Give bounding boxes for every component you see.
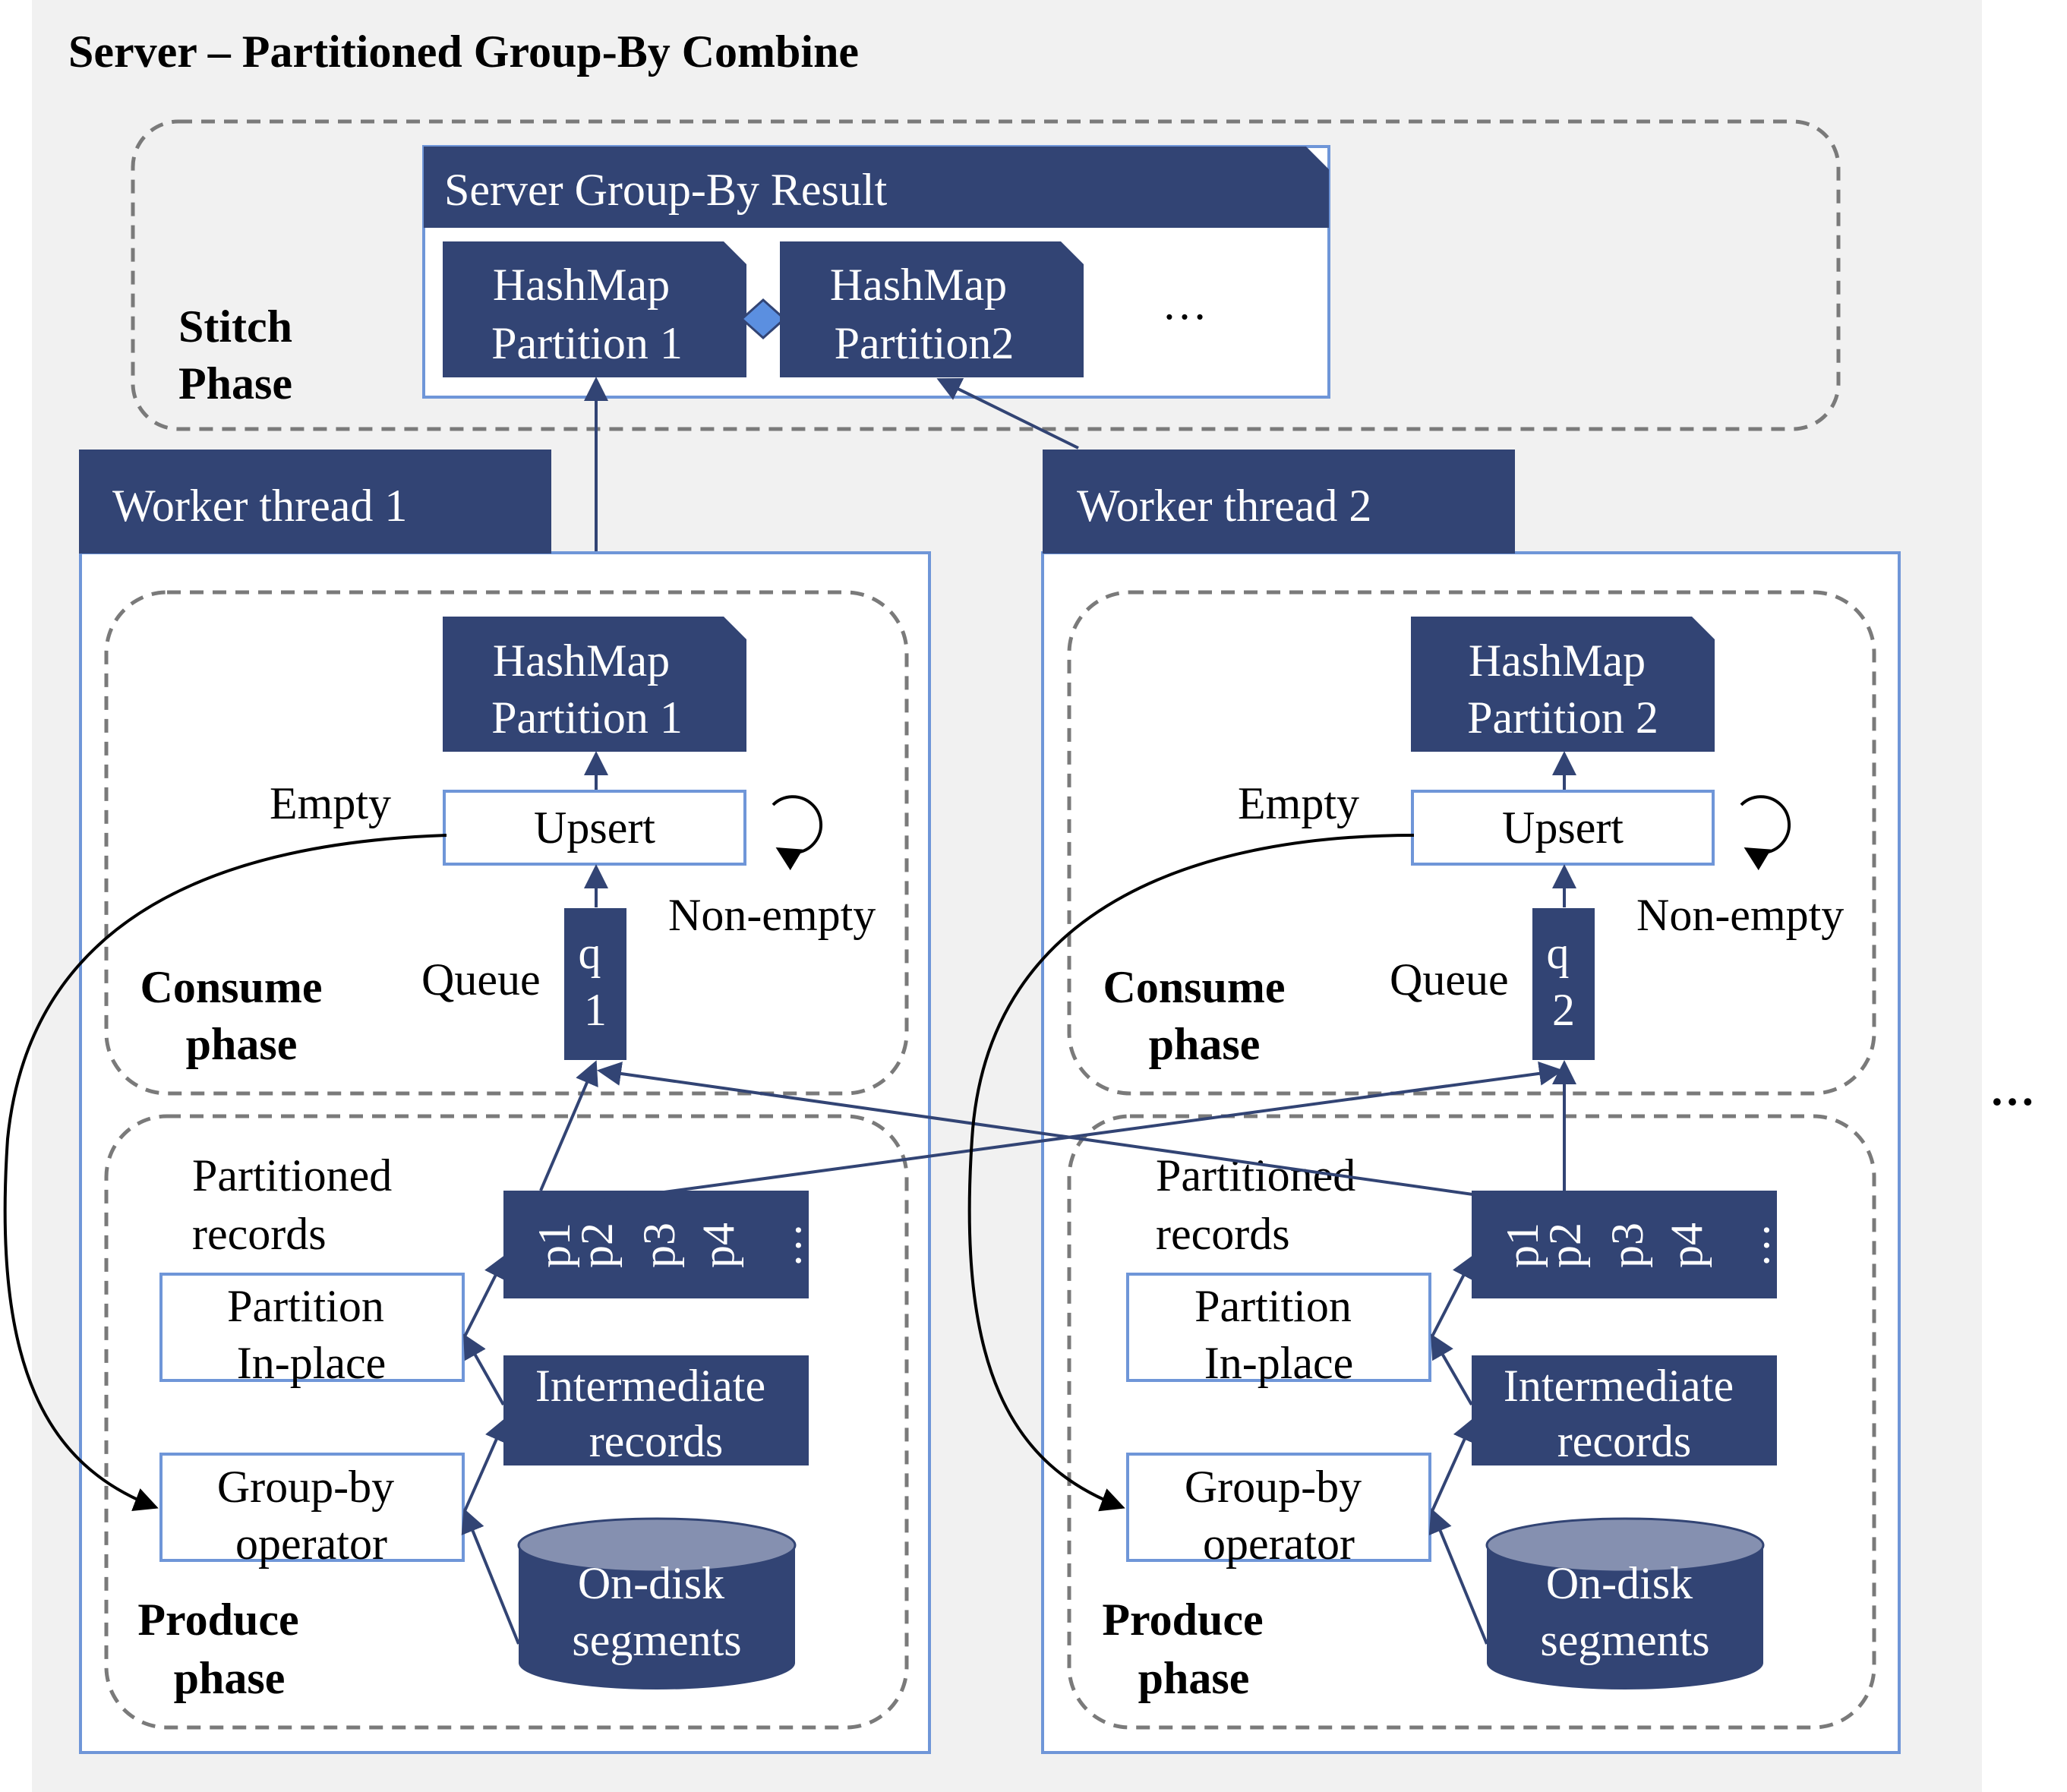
nonempty-label-1: Non-empty <box>668 890 876 940</box>
svg-text:HashMap Partition2: HashMap Partition2 <box>830 260 1018 368</box>
upsert-label-1: Upsert <box>534 803 655 853</box>
worker-thread-2: Worker thread 2 HashMap Partition 2 Upse… <box>1041 450 1901 1754</box>
svg-text:q 2: q 2 <box>1547 928 1581 1035</box>
groupby-box-2 <box>1126 1453 1431 1562</box>
loop-icon-1 <box>772 795 822 871</box>
stitch-phase: Stitch Phase Server Group-By Result Hash… <box>131 119 1841 431</box>
svg-text:On-disk segments: On-disk segments <box>1540 1558 1709 1665</box>
groupby-box-1 <box>159 1453 465 1562</box>
ondisk-segments-2: On-disk segments <box>1485 1517 1765 1689</box>
upsert-box-1 <box>443 790 746 866</box>
worker-2-title-bar <box>1043 450 1515 554</box>
empty-feedback-arrow-1 <box>3 834 447 1512</box>
consume-phase-label-1: Consume phase <box>140 962 333 1069</box>
worker-1-title-bar <box>79 450 551 554</box>
produce-phase-1 <box>104 1114 909 1730</box>
part-1-p4: p4 <box>693 1223 743 1268</box>
produce-phase-label-1: Produce phase <box>137 1595 310 1703</box>
worker-thread-1: Worker thread 1 HashMap Partition 1 Upse… <box>79 450 931 1754</box>
queue-label-2: Queue <box>1390 954 1509 1005</box>
worker-2-title: Worker thread 2 <box>1077 481 1371 531</box>
part-2-p4: p4 <box>1661 1223 1712 1268</box>
part-2-more: … <box>1728 1223 1778 1268</box>
upsert-label-2: Upsert <box>1502 803 1624 853</box>
consume-phase-1 <box>104 590 909 1096</box>
svg-text:Group-by operator: Group-by operator <box>217 1462 406 1569</box>
stitch-phase-label: Stitch Phase <box>178 301 304 409</box>
server-result-title: Server Group-By Result <box>444 165 888 215</box>
w1-p2-to-q2-arrow <box>596 1061 1564 1203</box>
queue-2 <box>1532 908 1595 1060</box>
svg-text:HashMap Partition 1: HashMap Partition 1 <box>491 260 683 368</box>
loop-icon-2 <box>1740 795 1791 871</box>
svg-text:Intermediate records: Intermediate records <box>535 1361 777 1466</box>
produce-phase-2 <box>1067 1114 1876 1730</box>
hashmap-partition-1: HashMap Partition 1 <box>443 617 746 752</box>
partitioned-label-1: Partitioned records <box>192 1150 403 1259</box>
intermediate-box-2 <box>1472 1355 1777 1465</box>
intermediate-box-1 <box>503 1355 809 1465</box>
produce-phase-label-2: Produce phase <box>1102 1595 1274 1703</box>
empty-label-2: Empty <box>1238 778 1359 828</box>
consume-phase-2 <box>1067 590 1876 1096</box>
stitch-partition-2: HashMap Partition2 <box>780 241 1084 377</box>
queue-label-1: Queue <box>421 954 541 1005</box>
svg-text:Partition In-place: Partition In-place <box>227 1281 396 1388</box>
partitions-strip-2: p1 p2 p3 p4 … <box>1472 1191 1778 1298</box>
empty-feedback-arrow-2 <box>967 834 1415 1512</box>
partition-inplace-box-2 <box>1126 1273 1431 1382</box>
page-title: Server – Partitioned Group-By Combine <box>68 27 859 77</box>
worker2-to-stitch-arrow <box>936 377 1079 450</box>
nonempty-label-2: Non-empty <box>1636 890 1844 940</box>
server-result-box: Server Group-By Result HashMap Partition… <box>422 145 1330 399</box>
part-1-p1: p1 <box>529 1223 579 1268</box>
part-2-p3: p3 <box>1602 1223 1652 1268</box>
empty-label-1: Empty <box>270 778 391 828</box>
stitch-ellipsis: … <box>1162 279 1207 329</box>
svg-text:Partition In-place: Partition In-place <box>1194 1281 1363 1388</box>
hashmap-partition-2: HashMap Partition 2 <box>1411 617 1715 752</box>
ondisk-segments-1: On-disk segments <box>517 1517 797 1689</box>
svg-text:HashMap Partition 2: HashMap Partition 2 <box>1467 636 1658 743</box>
partitioned-label-2: Partitioned records <box>1156 1150 1367 1259</box>
part-2-p2: p2 <box>1540 1223 1590 1268</box>
partition-inplace-box-1 <box>159 1273 465 1382</box>
stitch-diamond-icon <box>740 298 787 340</box>
svg-text:q 1: q 1 <box>579 928 613 1035</box>
part-1-more: … <box>760 1223 810 1268</box>
svg-text:Intermediate records: Intermediate records <box>1504 1361 1745 1466</box>
svg-text:On-disk segments: On-disk segments <box>572 1558 741 1665</box>
consume-phase-label-2: Consume phase <box>1103 962 1296 1069</box>
svg-text:Group-by operator: Group-by operator <box>1185 1462 1373 1569</box>
worker-1-title: Worker thread 1 <box>112 481 407 531</box>
partitions-strip-1: p1 p2 p3 p4 … <box>503 1191 810 1298</box>
stitch-partition-1: HashMap Partition 1 <box>443 241 746 377</box>
part-2-p1: p1 <box>1497 1223 1548 1268</box>
svg-text:HashMap Partition 1: HashMap Partition 1 <box>491 636 683 743</box>
w2-p1-to-q1-arrow <box>597 1062 1522 1203</box>
more-workers-ellipsis: … <box>1990 1065 2035 1115</box>
part-1-p3: p3 <box>634 1223 684 1268</box>
queue-1 <box>564 908 626 1060</box>
part-1-p2: p2 <box>572 1223 622 1268</box>
